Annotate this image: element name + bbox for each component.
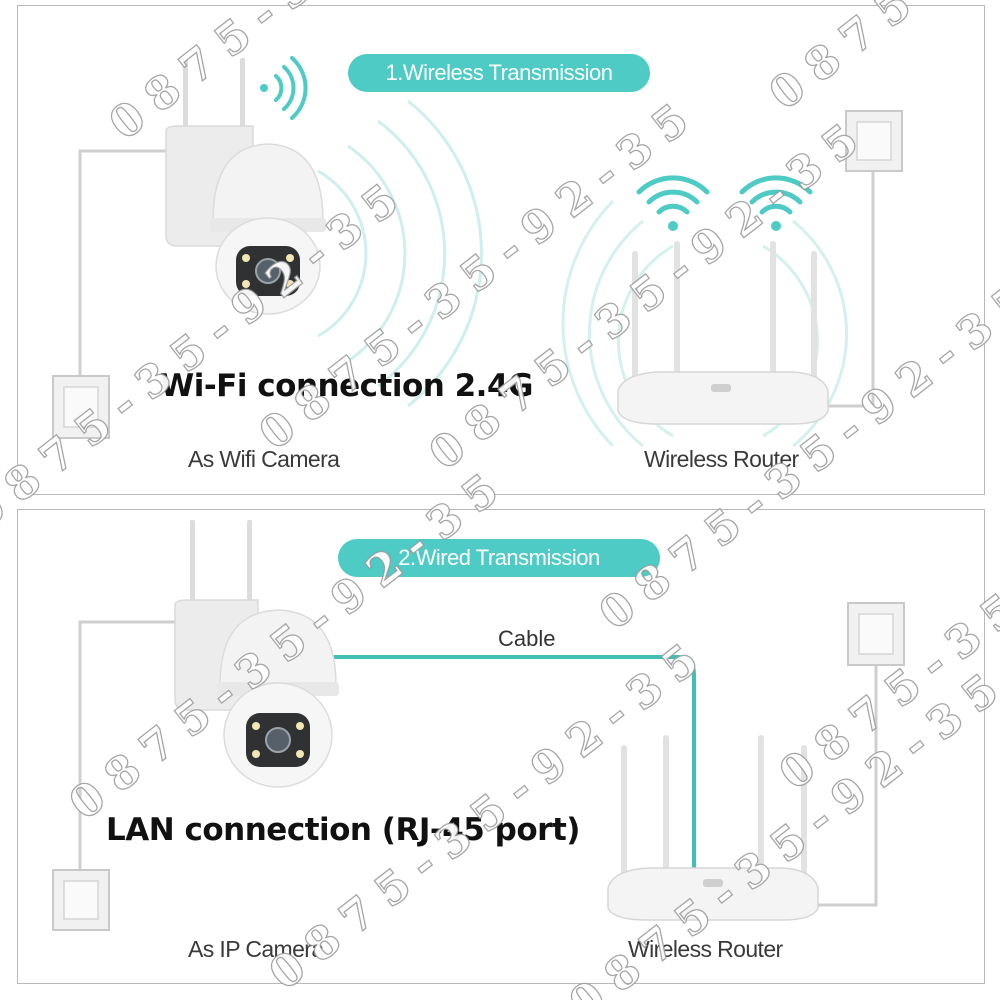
wireless-router-icon (607, 735, 819, 921)
camera-power-cable (78, 620, 186, 870)
wireless-transmission-panel: 1.Wireless Transmission Wi-Fi connection… (17, 5, 985, 495)
lan-connection-headline: LAN connection (RJ-45 port) (106, 812, 580, 848)
wifi-signal-icon (260, 56, 308, 120)
wireless-router-caption-1: Wireless Router (644, 446, 799, 472)
wired-transmission-pill: 2.Wired Transmission (338, 539, 660, 577)
camera-signal-waves-icon (317, 99, 483, 408)
wifi-signal-icon (636, 175, 813, 231)
wifi-camera-caption: As Wifi Camera (188, 446, 340, 472)
wall-outlet-icon (52, 869, 110, 931)
wireless-transmission-pill: 1.Wireless Transmission (348, 54, 650, 92)
ptz-camera-icon (174, 520, 339, 788)
wall-outlet-icon (845, 110, 903, 172)
ip-camera-caption: As IP Camera (188, 936, 324, 962)
wall-outlet-icon (847, 602, 905, 666)
router-power-cable (808, 665, 878, 907)
wireless-router-caption-2: Wireless Router (628, 936, 783, 962)
ethernet-cable (333, 655, 696, 880)
ptz-camera-icon (165, 58, 326, 315)
wireless-router-icon (617, 241, 829, 425)
cable-label: Cable (498, 626, 556, 651)
wifi-connection-headline: Wi-Fi connection 2.4G (160, 368, 533, 404)
camera-power-cable (78, 149, 178, 376)
wired-transmission-panel: 2.Wired Transmission Cable LAN connectio… (17, 509, 985, 984)
wireless-diagram-art (52, 56, 903, 448)
router-power-cable (818, 171, 875, 408)
wired-diagram-art (52, 520, 905, 931)
wall-outlet-icon (52, 375, 110, 439)
